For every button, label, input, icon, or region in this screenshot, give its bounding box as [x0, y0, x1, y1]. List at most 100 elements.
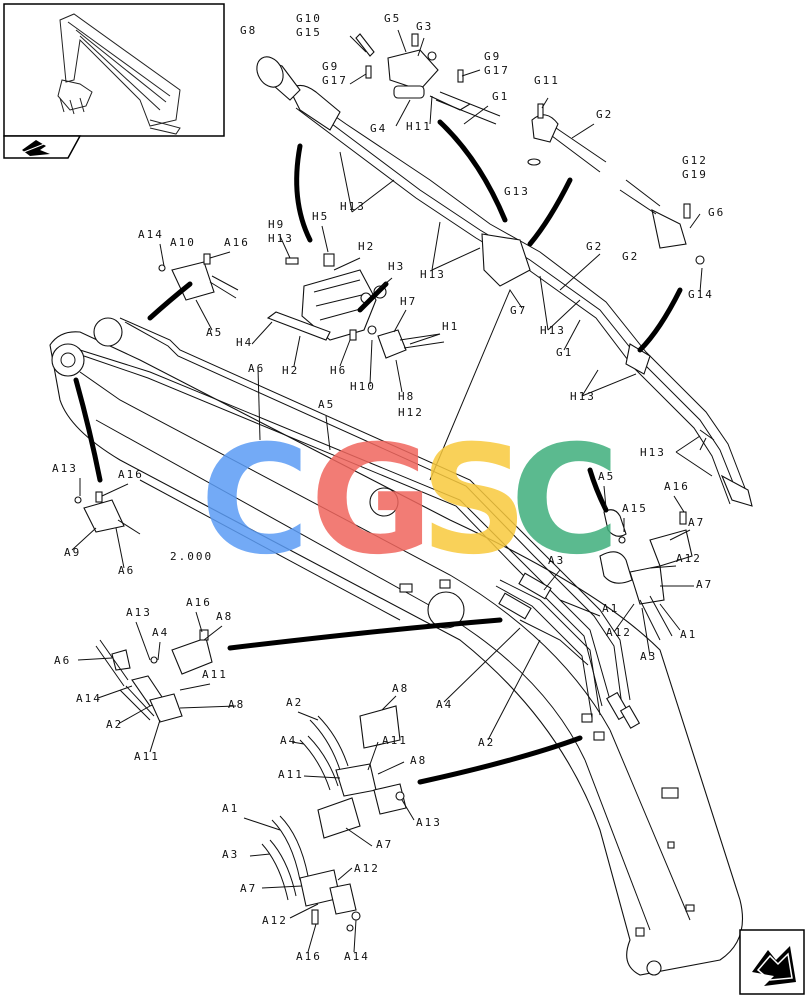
- callout-h3[interactable]: H3: [388, 260, 405, 273]
- callout-a6[interactable]: A6: [248, 362, 265, 375]
- callout-a5[interactable]: A5: [206, 326, 223, 339]
- callout-a11[interactable]: A11: [278, 768, 304, 781]
- callout-a5[interactable]: A5: [318, 398, 335, 411]
- callout-a14[interactable]: A14: [138, 228, 164, 241]
- callout-g5[interactable]: G5: [384, 12, 401, 25]
- callout-a8[interactable]: A8: [228, 698, 245, 711]
- callout-g9[interactable]: G9: [484, 50, 501, 63]
- callout-a16[interactable]: A16: [118, 468, 144, 481]
- callout-a7[interactable]: A7: [696, 578, 713, 591]
- callout-a2[interactable]: A2: [478, 736, 495, 749]
- callout-a16[interactable]: A16: [296, 950, 322, 963]
- callout-h6[interactable]: H6: [330, 364, 347, 377]
- callout-a8[interactable]: A8: [216, 610, 233, 623]
- callout-h8[interactable]: H8: [398, 390, 415, 403]
- callout-h12[interactable]: H12: [398, 406, 424, 419]
- callout-a12[interactable]: A12: [676, 552, 702, 565]
- callout-g2[interactable]: G2: [596, 108, 613, 121]
- callout-a7[interactable]: A7: [688, 516, 705, 529]
- callout-a4[interactable]: A4: [280, 734, 297, 747]
- callout-g8[interactable]: G8: [240, 24, 257, 37]
- callout-g2[interactable]: G2: [622, 250, 639, 263]
- callout-a2[interactable]: A2: [286, 696, 303, 709]
- callout-h2[interactable]: H2: [282, 364, 299, 377]
- callout-g3[interactable]: G3: [416, 20, 433, 33]
- callout-h11[interactable]: H11: [406, 120, 432, 133]
- callout-g7[interactable]: G7: [510, 304, 527, 317]
- callout-g1[interactable]: G1: [556, 346, 573, 359]
- callout-a8[interactable]: A8: [392, 682, 409, 695]
- callout-a9[interactable]: A9: [64, 546, 81, 559]
- callout-a4[interactable]: A4: [152, 626, 169, 639]
- callout-g11[interactable]: G11: [534, 74, 560, 87]
- g-group-parts: [256, 33, 705, 265]
- callout-g9[interactable]: G9: [322, 60, 339, 73]
- thumbnail-tab[interactable]: [3, 135, 82, 159]
- callout-g2[interactable]: G2: [586, 240, 603, 253]
- callout-a5[interactable]: A5: [598, 470, 615, 483]
- callout-a12[interactable]: A12: [262, 914, 288, 927]
- callout-a1[interactable]: A1: [602, 602, 619, 615]
- next-page-button[interactable]: [739, 929, 805, 995]
- callout-a11[interactable]: A11: [134, 750, 160, 763]
- callout-a3[interactable]: A3: [640, 650, 657, 663]
- callout-g13[interactable]: G13: [504, 185, 530, 198]
- callout-a14[interactable]: A14: [76, 692, 102, 705]
- callout-a7[interactable]: A7: [376, 838, 393, 851]
- callout-g12[interactable]: G12: [682, 154, 708, 167]
- callout-g1[interactable]: G1: [492, 90, 509, 103]
- callout-h13[interactable]: H13: [540, 324, 566, 337]
- callout-a4[interactable]: A4: [436, 698, 453, 711]
- callout-a1[interactable]: A1: [680, 628, 697, 641]
- callout-a12[interactable]: A12: [606, 626, 632, 639]
- callout-h13[interactable]: H13: [640, 446, 666, 459]
- callout-a6[interactable]: A6: [54, 654, 71, 667]
- callout-h7[interactable]: H7: [400, 295, 417, 308]
- callout-a3[interactable]: A3: [222, 848, 239, 861]
- callout-a6[interactable]: A6: [118, 564, 135, 577]
- callout-a16[interactable]: A16: [186, 596, 212, 609]
- callout-a11[interactable]: A11: [202, 668, 228, 681]
- callout-a8[interactable]: A8: [410, 754, 427, 767]
- callout-g19[interactable]: G19: [682, 168, 708, 181]
- callout-g14[interactable]: G14: [688, 288, 714, 301]
- callout-h13[interactable]: H13: [340, 200, 366, 213]
- callout-a15[interactable]: A15: [622, 502, 648, 515]
- callout-a3[interactable]: A3: [548, 554, 565, 567]
- thumbnail-panel[interactable]: [3, 3, 225, 137]
- callout-h13[interactable]: H13: [420, 268, 446, 281]
- callout-a7[interactable]: A7: [240, 882, 257, 895]
- callout-h1[interactable]: H1: [442, 320, 459, 333]
- callout-g17[interactable]: G17: [322, 74, 348, 87]
- callout-a10[interactable]: A10: [170, 236, 196, 249]
- callout-g15[interactable]: G15: [296, 26, 322, 39]
- callout-h2[interactable]: H2: [358, 240, 375, 253]
- callout-h13[interactable]: H13: [268, 232, 294, 245]
- lower-detail-parts: [261, 705, 407, 932]
- callout-a13[interactable]: A13: [126, 606, 152, 619]
- callout-a14[interactable]: A14: [344, 950, 370, 963]
- callout-g17[interactable]: G17: [484, 64, 510, 77]
- watermark-letter: G: [310, 414, 433, 588]
- callout-g10[interactable]: G10: [296, 12, 322, 25]
- book-arrow-icon: [22, 140, 50, 156]
- callout-a16[interactable]: A16: [664, 480, 690, 493]
- callout-a11[interactable]: A11: [382, 734, 408, 747]
- callout-a1[interactable]: A1: [222, 802, 239, 815]
- callout-g6[interactable]: G6: [708, 206, 725, 219]
- callout-h9[interactable]: H9: [268, 218, 285, 231]
- callout-a2[interactable]: A2: [106, 718, 123, 731]
- callout-a12[interactable]: A12: [354, 862, 380, 875]
- callout-g4[interactable]: G4: [370, 122, 387, 135]
- callout-h5[interactable]: H5: [312, 210, 329, 223]
- callout-h4[interactable]: H4: [236, 336, 253, 349]
- callout-a13[interactable]: A13: [52, 462, 78, 475]
- boom-pipes: [79, 317, 641, 729]
- callout-a13[interactable]: A13: [416, 816, 442, 829]
- callout-h10[interactable]: H10: [350, 380, 376, 393]
- callout-a16[interactable]: A16: [224, 236, 250, 249]
- callout-h13[interactable]: H13: [570, 390, 596, 403]
